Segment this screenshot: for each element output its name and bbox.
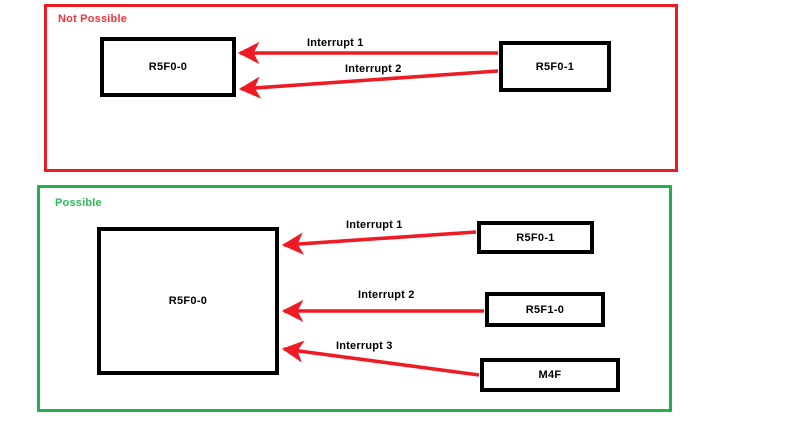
panel-not-possible: [44, 4, 678, 172]
edge-label-interrupt-3-bottom: Interrupt 3: [336, 340, 393, 352]
panel-title-not-possible: Not Possible: [58, 13, 128, 25]
node-label: M4F: [538, 369, 562, 381]
edge-label-interrupt-2-top: Interrupt 2: [345, 63, 402, 75]
edge-label-interrupt-1-top: Interrupt 1: [307, 37, 364, 49]
node-r5f1-0-bottom[interactable]: R5F1-0: [485, 292, 605, 327]
node-r5f0-1-top[interactable]: R5F0-1: [499, 41, 611, 92]
node-label: R5F0-1: [516, 231, 555, 244]
node-r5f0-0-bottom[interactable]: R5F0-0: [97, 227, 279, 375]
node-label: R5F1-0: [525, 303, 565, 316]
node-m4f-bottom[interactable]: M4F: [480, 358, 620, 392]
node-r5f0-0-top[interactable]: R5F0-0: [100, 37, 236, 97]
panel-possible: [37, 185, 672, 412]
panel-title-possible: Possible: [55, 197, 102, 209]
node-r5f0-1-bottom[interactable]: R5F0-1: [477, 221, 594, 254]
edge-label-interrupt-2-bottom: Interrupt 2: [358, 289, 415, 301]
node-label: R5F0-0: [168, 295, 208, 307]
node-label: R5F0-0: [148, 61, 188, 73]
node-label: R5F0-1: [535, 60, 575, 73]
edge-label-interrupt-1-bottom: Interrupt 1: [346, 219, 403, 231]
